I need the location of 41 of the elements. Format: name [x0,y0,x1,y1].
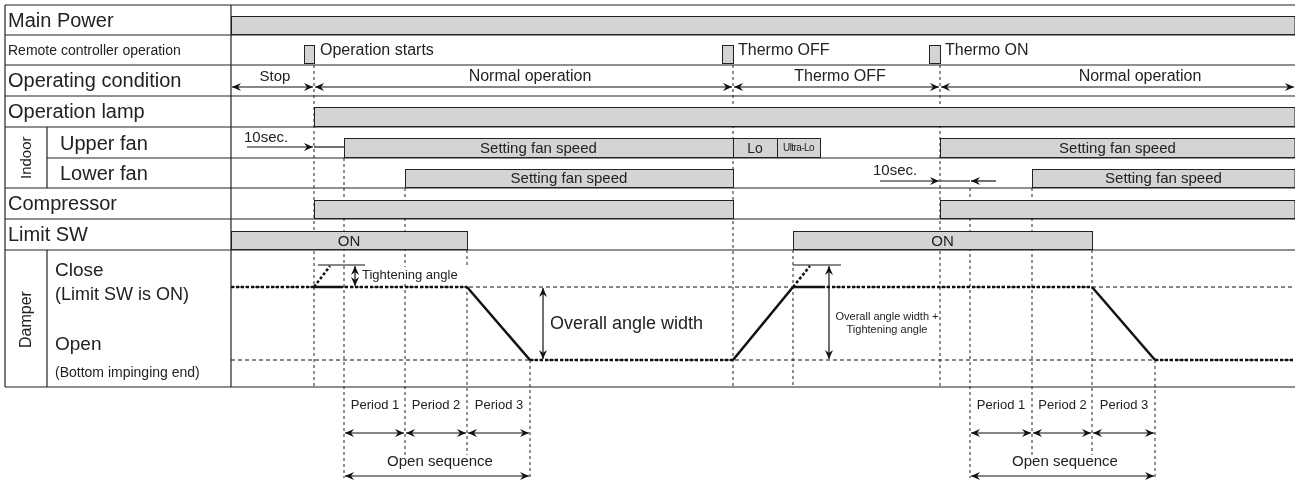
row-label: Open [55,332,103,356]
row-label: (Bottom impinging end) [55,362,201,382]
angle-label: Overall angle width + Tightening angle [834,309,940,337]
state-label: Setting fan speed [479,139,598,157]
event-label: Thermo OFF [738,40,831,60]
state-label: Setting fan speed [1104,169,1223,187]
period-label: Period 2 [1037,396,1088,414]
state-label: ON [930,232,955,249]
row-label: Close [55,258,105,282]
state-label: Stop [258,67,292,85]
row-label: Limit SW [8,222,89,247]
state-label: ON [336,232,362,249]
period-label: Period 1 [975,396,1027,414]
period-label: Period 2 [410,396,462,414]
row-label: (Limit SW is ON) [55,282,190,306]
sequence-label: Open sequence [1011,451,1119,471]
state-label: Setting fan speed [509,169,629,187]
period-label: Period 1 [349,396,401,414]
row-label: Upper fan [60,130,149,156]
state-label: Thermo OFF [793,67,887,85]
row-label: Compressor [8,191,118,216]
state-label: Lo [746,139,764,157]
period-label: Period 3 [1098,396,1150,414]
delay-label: 10sec. [244,128,290,146]
angle-label: Overall angle width [550,312,705,334]
sequence-label: Open sequence [386,451,494,471]
event-label: Operation starts [320,40,435,60]
row-label: Lower fan [60,160,149,186]
group-label: Indoor [16,135,36,182]
event-label: Thermo ON [945,40,1030,60]
period-label: Period 3 [473,396,525,414]
group-label: Damper [15,290,35,351]
row-label: Remote controller operation [8,40,182,60]
row-label: Operation lamp [8,99,146,124]
state-label: Ultra-Lo [782,141,815,156]
state-label: Setting fan speed [1058,139,1177,157]
row-label: Operating condition [8,68,183,93]
delay-label: 10sec. [873,161,919,179]
state-label: Normal operation [467,67,593,85]
state-label: Normal operation [1077,67,1203,85]
row-label: Main Power [8,7,115,33]
